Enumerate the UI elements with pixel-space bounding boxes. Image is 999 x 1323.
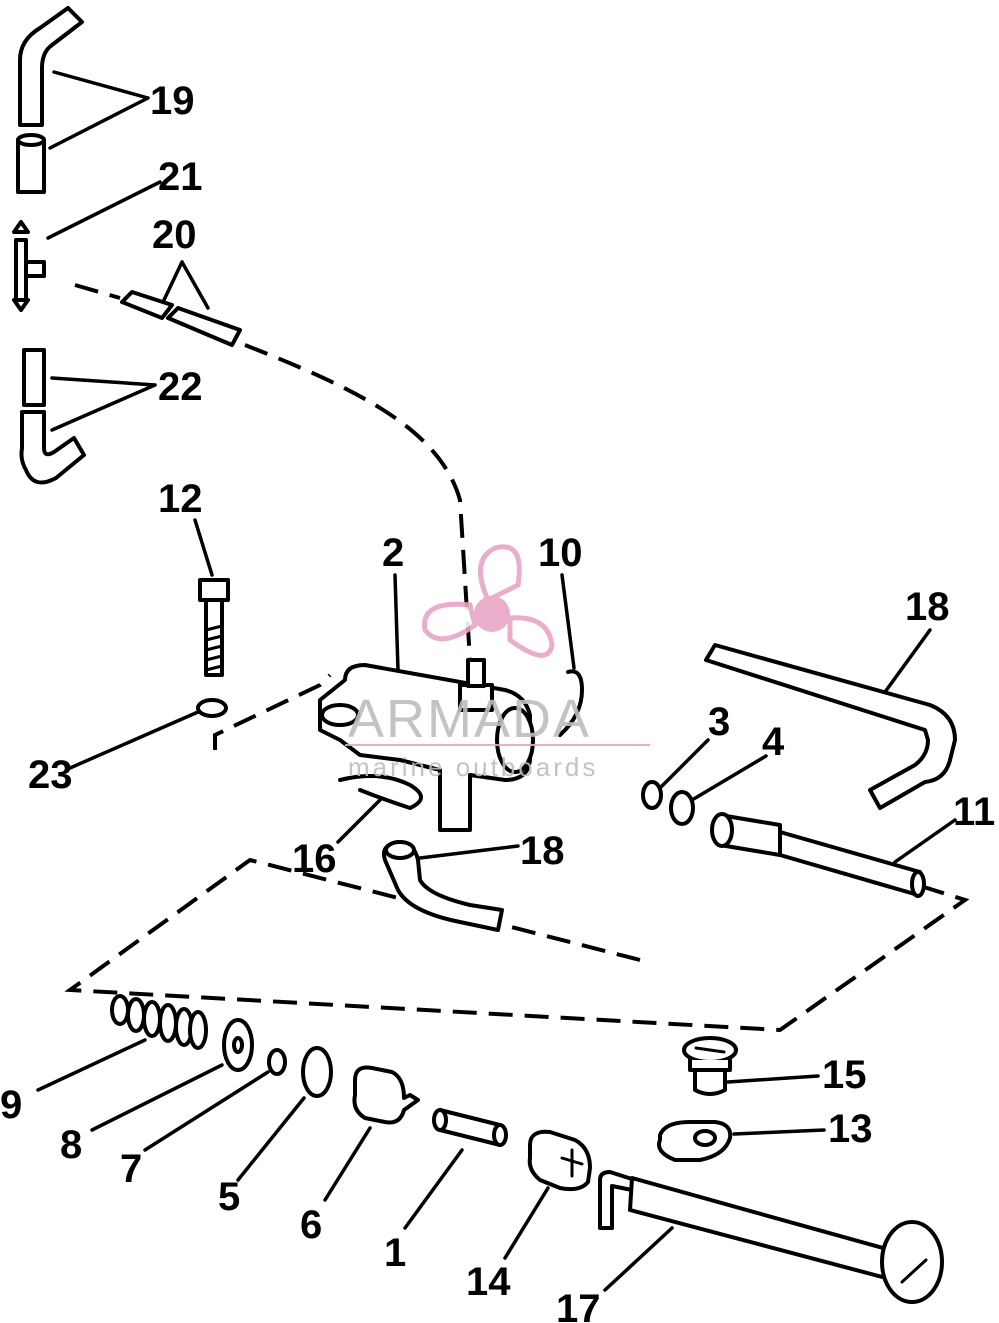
watermark-brand: ARMADA — [348, 689, 591, 749]
leader-2 — [393, 573, 400, 672]
leader-21 — [46, 180, 162, 240]
leader-15 — [726, 1074, 820, 1084]
part-6-cam — [352, 1065, 420, 1125]
callout-6: 6 — [300, 1203, 322, 1247]
callout-17: 17 — [556, 1287, 601, 1323]
part-7-o-ring — [267, 1048, 287, 1076]
watermark-tagline: marine outboards — [348, 752, 598, 782]
part-13-plate — [657, 1120, 733, 1162]
leader-3 — [658, 738, 710, 790]
leader-1 — [403, 1148, 464, 1230]
leader-13 — [732, 1128, 826, 1136]
callout-22: 22 — [158, 365, 203, 409]
callout-13: 13 — [828, 1107, 873, 1151]
part-10-clip — [558, 669, 584, 737]
leader-5 — [236, 1096, 306, 1182]
part-17-arm — [598, 1170, 944, 1304]
callout-5: 5 — [218, 1175, 240, 1219]
leader-12 — [193, 518, 214, 577]
callout-9: 9 — [0, 1083, 22, 1127]
leader-11 — [893, 818, 957, 864]
leader-8 — [90, 1063, 224, 1132]
part-16-spring-clip — [338, 774, 423, 810]
callout-3: 3 — [708, 700, 730, 744]
leader-6 — [323, 1126, 372, 1202]
callout-21: 21 — [158, 155, 203, 199]
lower-assembly-dashed-outline — [64, 857, 970, 1033]
hose-routing-dashed-line — [74, 283, 472, 661]
leader-9 — [36, 1038, 147, 1092]
part-5-o-ring — [301, 1046, 333, 1098]
leader-7 — [143, 1070, 270, 1152]
leader-20 — [162, 260, 210, 310]
part-18-bent-hose-upper — [704, 643, 957, 810]
part-8-washer — [222, 1018, 254, 1072]
callout-1: 1 — [384, 1231, 406, 1275]
leader-16 — [336, 798, 382, 844]
callout-23: 23 — [28, 753, 73, 797]
part-3-o-ring — [641, 780, 663, 810]
leader-23 — [68, 710, 200, 770]
bolt-assembly-dashed-line — [213, 673, 332, 750]
callout-14: 14 — [466, 1260, 511, 1304]
part-4-o-ring — [669, 790, 695, 826]
leader-10 — [560, 573, 576, 670]
callout-2: 2 — [382, 531, 404, 575]
callout-10: 10 — [538, 531, 583, 575]
callout-15: 15 — [822, 1053, 867, 1097]
callout-16: 16 — [292, 837, 337, 881]
watermark-logo: ARMADA marine outboards — [345, 544, 650, 782]
callout-7: 7 — [120, 1147, 142, 1191]
leader-22 — [50, 376, 157, 432]
callout-12: 12 — [158, 477, 203, 521]
part-23-washer — [196, 698, 228, 718]
callout-11: 11 — [953, 790, 995, 834]
callout-20: 20 — [152, 213, 197, 257]
part-11-shaft — [710, 812, 926, 898]
part-15-screw — [682, 1036, 738, 1096]
part-19-hose — [16, 6, 84, 194]
part-22-hose — [19, 348, 86, 485]
part-21-tee-fitting — [12, 220, 46, 312]
part-12-bolt — [198, 578, 230, 677]
part-9-spring — [110, 994, 208, 1050]
part-14-knob — [527, 1129, 592, 1192]
leader-18b — [883, 628, 932, 694]
part-20-hose-pieces — [120, 290, 242, 347]
propeller-icon — [422, 544, 555, 658]
callout-8: 8 — [60, 1123, 82, 1167]
leader-17 — [603, 1226, 674, 1292]
leader-14 — [503, 1186, 550, 1260]
callout-18-lower: 18 — [520, 829, 565, 873]
callout-19: 19 — [150, 79, 195, 123]
part-1-plunger — [432, 1108, 508, 1147]
leader-18a — [418, 844, 520, 860]
leader-4 — [690, 754, 768, 802]
leader-19 — [48, 70, 150, 150]
part-2-housing — [318, 658, 535, 832]
callout-4: 4 — [762, 720, 785, 764]
part-18-elbow-hose-lower — [381, 840, 504, 932]
callout-18-upper: 18 — [905, 585, 950, 629]
